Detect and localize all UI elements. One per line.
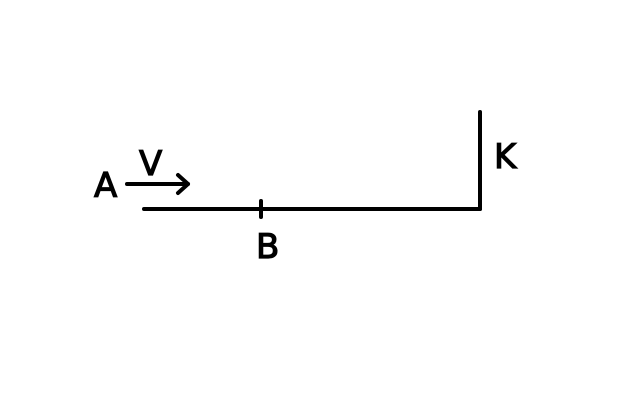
point-a-label: A	[94, 166, 117, 206]
point-b-label: B	[256, 227, 279, 267]
velocity-arrow	[125, 173, 190, 195]
velocity-label: V	[139, 144, 162, 184]
point-k-label: K	[494, 137, 518, 177]
